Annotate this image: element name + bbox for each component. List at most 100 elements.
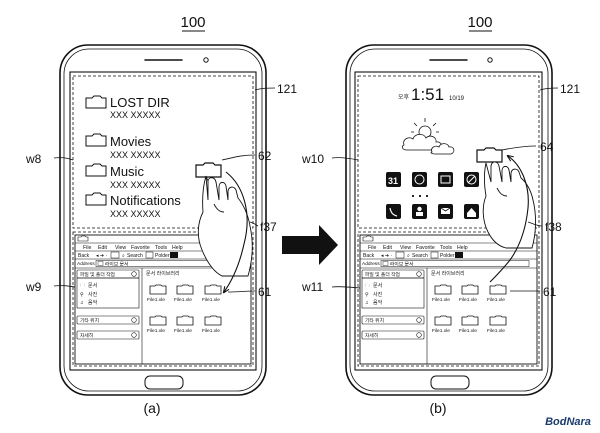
file-label: File1.xle	[487, 328, 505, 334]
page-indicator	[418, 194, 422, 198]
menu-file[interactable]: File	[368, 245, 376, 251]
window-w8	[72, 75, 254, 229]
menu-file[interactable]: File	[83, 245, 91, 251]
camera-dot	[203, 57, 209, 63]
search-button[interactable]: Search	[412, 253, 428, 259]
sidebar-item-docs[interactable]: 문서	[373, 282, 382, 289]
explorer-folder-icon	[77, 235, 89, 242]
menu-help[interactable]: Help	[172, 245, 183, 251]
content-title: 문서 라이브러리	[146, 270, 180, 277]
menu-view[interactable]: View	[115, 245, 126, 251]
dragged-folder-icon[interactable]	[195, 162, 222, 178]
forward-icon[interactable]: ◂ ➜ ·	[381, 253, 392, 259]
hand-gesture-b	[482, 156, 536, 283]
page-indicator	[411, 194, 415, 198]
sidebar-item-music[interactable]: 음악	[373, 299, 383, 306]
folder-icon	[85, 133, 107, 147]
menu-help[interactable]: Help	[457, 245, 468, 251]
file-label: File1.xle	[432, 328, 450, 334]
folder-icon[interactable]	[149, 315, 167, 326]
folder-icon[interactable]	[461, 284, 479, 295]
search-button[interactable]: Search	[127, 253, 143, 259]
address-field[interactable]	[380, 260, 530, 267]
sidebar-more[interactable]	[76, 315, 140, 325]
folder-icon[interactable]	[176, 315, 194, 326]
phone-icon[interactable]	[386, 204, 401, 219]
menu-tools[interactable]: Tools	[155, 245, 168, 251]
menu-view[interactable]: View	[400, 245, 411, 251]
expand-icon[interactable]	[131, 317, 137, 323]
photo-icon: ⚲	[365, 292, 369, 298]
back-button[interactable]: Back	[363, 253, 375, 259]
caption-a: (a)	[143, 400, 160, 416]
folder-icon[interactable]	[434, 284, 452, 295]
menu-bar: File Edit View Favorite Tools Help	[83, 245, 183, 251]
back-button[interactable]: Back	[78, 253, 90, 259]
label-f37: f37	[260, 220, 277, 234]
folder-icon	[430, 251, 439, 259]
folder-icon[interactable]	[204, 315, 222, 326]
folder-icon[interactable]	[489, 284, 507, 295]
menu-edit[interactable]: Edit	[98, 245, 107, 251]
folder-button[interactable]: Polder	[155, 253, 170, 259]
sidebar-item-photos[interactable]: 사진	[373, 291, 383, 298]
menu-edit[interactable]: Edit	[383, 245, 392, 251]
file-label: File1.xle	[174, 328, 192, 334]
folder-icon[interactable]	[204, 284, 222, 295]
file-label: File1.xle	[459, 297, 477, 303]
address-bar: Address 라이브 문서	[362, 260, 530, 267]
toolbar: Back ◂ ➜ · ⌕ Search Polder	[363, 251, 463, 259]
phone-a: LOST DIR XXX XXXXX Movies XXX XXXXX Musi…	[59, 44, 267, 396]
forward-icon[interactable]: ◂ ➜ ·	[96, 253, 107, 259]
sidebar-item-photos[interactable]: 사진	[88, 291, 98, 298]
sidebar-detail[interactable]	[361, 330, 425, 340]
expand-icon[interactable]	[416, 332, 422, 338]
gallery-icon[interactable]	[412, 172, 427, 187]
folder-icon: 🗀	[80, 283, 85, 289]
folder-button[interactable]: Polder	[440, 253, 455, 259]
sidebar-more-label: 기타 위치	[365, 317, 384, 324]
sidebar-more[interactable]	[361, 315, 425, 325]
home-button[interactable]	[430, 375, 470, 390]
sidebar-detail[interactable]	[76, 330, 140, 340]
collapse-icon[interactable]	[416, 271, 422, 277]
dragged-folder-icon[interactable]	[476, 147, 503, 163]
sidebar-item-music[interactable]: 음악	[88, 299, 98, 306]
label-121-b: 121	[560, 82, 580, 96]
svg-text:31: 31	[388, 176, 398, 186]
folder-icon	[85, 95, 107, 109]
folder-icon[interactable]	[176, 284, 194, 295]
label-w9: w9	[25, 280, 42, 294]
file-name-music: Music	[110, 164, 144, 179]
folder-icon[interactable]	[489, 315, 507, 326]
search-icon[interactable]: ⌕	[407, 253, 410, 259]
file-label: File1.xle	[459, 328, 477, 334]
sidebar-more-label: 기타 위치	[80, 317, 99, 324]
menu-favorite[interactable]: Favorite	[131, 245, 150, 251]
calendar-icon[interactable]	[386, 172, 401, 187]
menu-favorite[interactable]: Favorite	[416, 245, 435, 251]
views-icon[interactable]	[170, 252, 178, 258]
search-icon[interactable]: ⌕	[122, 253, 125, 259]
contacts-icon[interactable]	[412, 204, 427, 219]
up-folder-icon[interactable]	[110, 251, 120, 259]
collapse-icon[interactable]	[131, 271, 137, 277]
address-value: 라이브 문서	[390, 260, 413, 267]
expand-icon[interactable]	[131, 332, 137, 338]
folder-icon[interactable]	[461, 315, 479, 326]
file-label: File1.xle	[147, 297, 165, 303]
menu-tools[interactable]: Tools	[440, 245, 453, 251]
views-icon[interactable]	[455, 252, 463, 258]
sidebar-title: 파일 및 폴더 작업	[365, 271, 400, 278]
label-61-a: 61	[258, 285, 272, 299]
camera-icon[interactable]	[438, 172, 453, 187]
file-sub: XXX XXXXX	[110, 110, 161, 120]
up-folder-icon[interactable]	[395, 251, 405, 259]
folder-icon[interactable]	[149, 284, 167, 295]
expand-icon[interactable]	[416, 317, 422, 323]
label-64: 64	[540, 140, 554, 154]
folder-icon[interactable]	[434, 315, 452, 326]
sidebar-item-docs[interactable]: 문서	[88, 282, 97, 289]
home-button[interactable]	[144, 375, 184, 390]
